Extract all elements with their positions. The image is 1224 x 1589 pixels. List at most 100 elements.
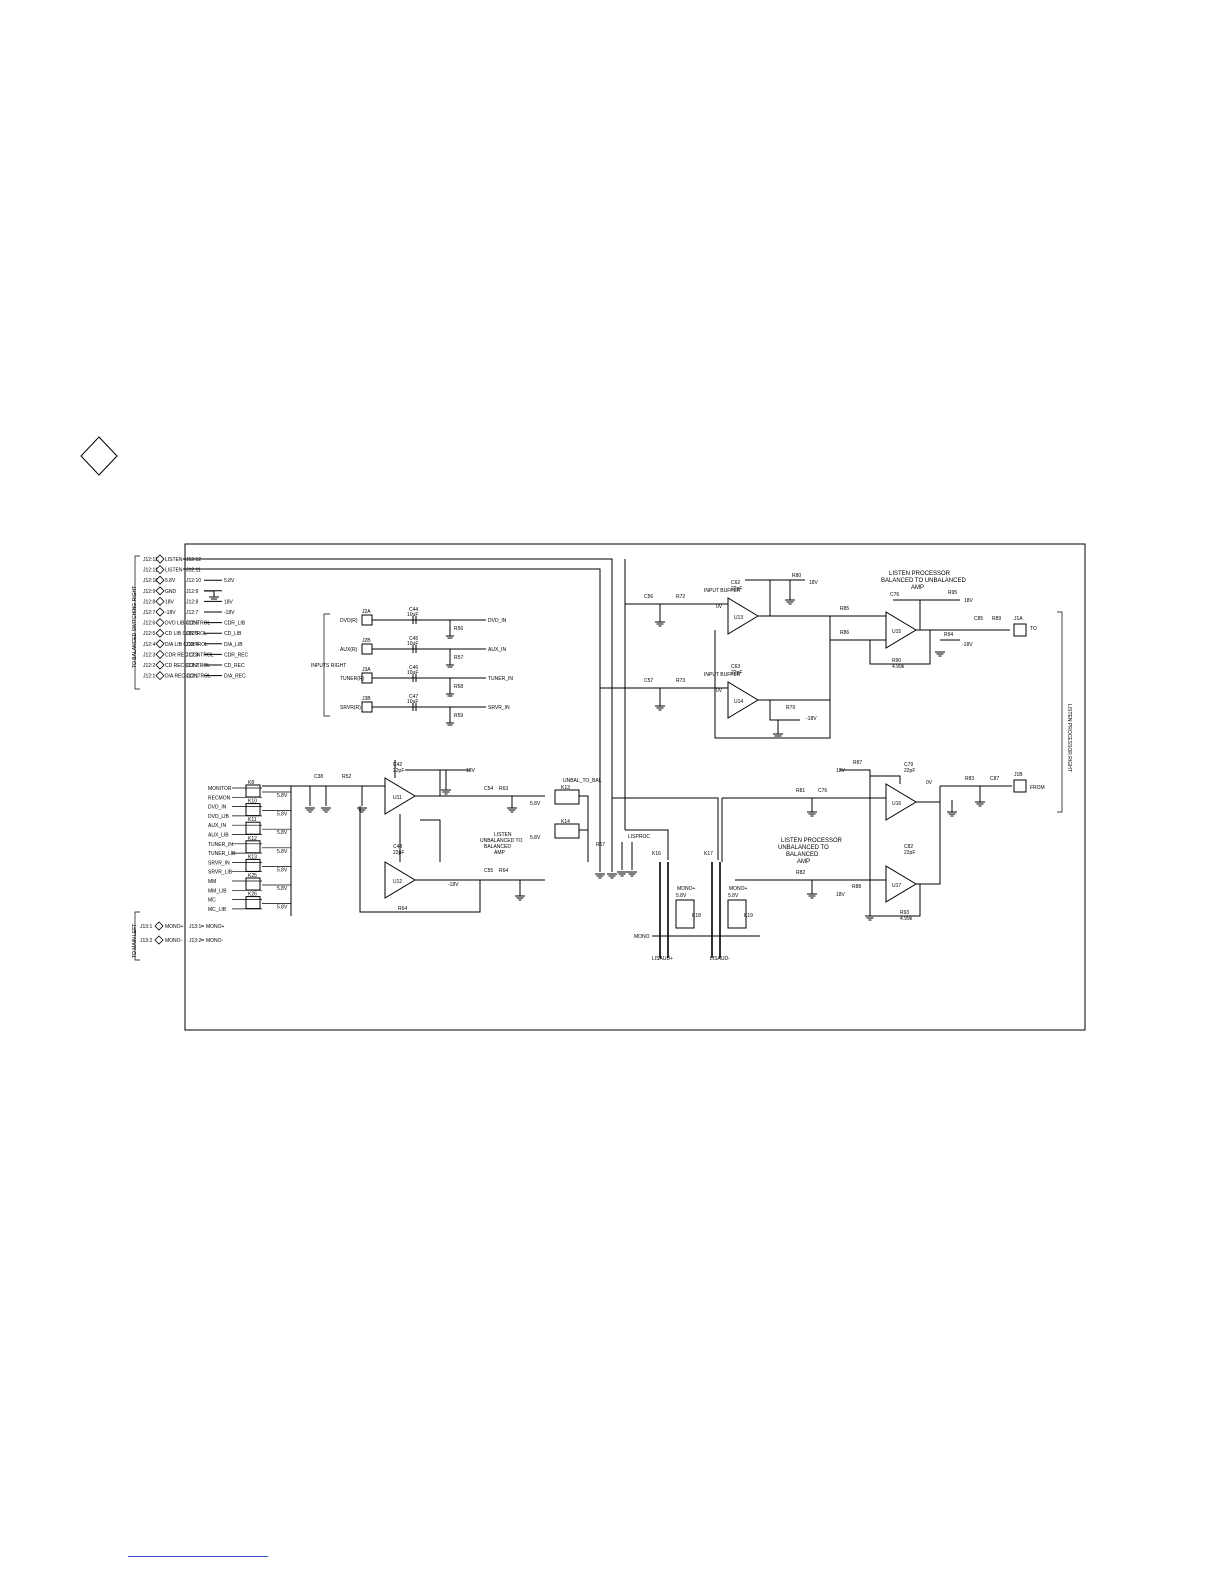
unbal-to-bal-block: C38 R52 U11 C42 22pF 18V U12 C43 22pF R6… <box>309 760 605 913</box>
relay-supply-label: 5.8V <box>277 867 288 873</box>
j12-pin-diamond-icon[interactable] <box>155 575 165 585</box>
opamp-u14 <box>727 681 759 719</box>
ground-icon <box>607 873 617 879</box>
relay-ref-label: K26 <box>248 892 257 898</box>
j12-pin-ref: J12:2 <box>143 663 155 669</box>
j13-pin-diamond-icon[interactable] <box>154 921 164 931</box>
c56-label: C56 <box>644 594 653 600</box>
bal-amp-title-3: AMP <box>911 585 924 591</box>
relay-supply-label: 5.8V <box>277 849 288 855</box>
input-jack[interactable] <box>361 614 373 626</box>
relay-k18[interactable] <box>675 899 695 929</box>
j12-pin-diamond-icon[interactable] <box>155 628 165 638</box>
buffer-18v: 18V <box>809 580 819 586</box>
c76b-label: C76 <box>818 788 827 794</box>
j12-pin-net: CD REC CONTROL <box>165 663 210 669</box>
relay-net-label: MONITOR <box>208 786 232 792</box>
input-jack[interactable] <box>361 643 373 655</box>
ground-icon <box>807 893 817 899</box>
r86-label: R86 <box>840 630 849 636</box>
j12-pin-diamond-icon[interactable] <box>155 618 165 628</box>
c76-label: C76 <box>890 592 899 598</box>
k14-label: K14 <box>561 819 570 825</box>
r81-label: R81 <box>796 788 805 794</box>
lp-amp-title-1: LISTEN PROCESSOR <box>781 838 843 844</box>
bal-18v: 18V <box>964 598 974 604</box>
j12-net-label: D/A_REC <box>224 674 246 680</box>
r89-label: R89 <box>992 616 1001 622</box>
relay-coil[interactable] <box>245 821 261 835</box>
r94-label: R94 <box>944 632 953 638</box>
ground-icon <box>357 807 367 813</box>
input-connector-label: TUNER(R) <box>340 676 364 682</box>
input-res-label: R56 <box>454 626 463 632</box>
r64-out-label: R64 <box>499 868 508 874</box>
relay-coil[interactable] <box>245 803 261 817</box>
jack-j1b[interactable] <box>1013 779 1027 793</box>
bal-to-unbal-block: LISTEN PROCESSOR BALANCED TO UNBALANCED … <box>830 571 1037 670</box>
ground-icon <box>441 789 451 795</box>
r82-label: R82 <box>796 870 805 876</box>
j12-bracket <box>134 555 140 690</box>
j12-pin-diamond-icon[interactable] <box>155 660 165 670</box>
j12-net-label: 18V <box>224 599 234 605</box>
relay-net-label: TUNER_IN <box>208 842 233 848</box>
j12-net-label: -18V <box>224 610 235 616</box>
lisaud-minus: LISAUD- <box>710 956 730 962</box>
lp-18v: 18V <box>836 768 846 774</box>
u13-label: U13 <box>734 615 743 621</box>
j12-pin-ref-right: J12:11 <box>186 568 201 574</box>
r64-label: R64 <box>398 906 407 912</box>
j12-pin-net: CDR REC CONTROL <box>165 652 214 658</box>
j12-pin-diamond-icon[interactable] <box>155 671 165 681</box>
relay-coil[interactable] <box>245 784 261 798</box>
ground-icon <box>865 915 875 921</box>
k14-supply: 5.8V <box>530 835 541 841</box>
schematic-frame <box>184 543 1086 1031</box>
j12-pin-diamond-icon[interactable] <box>155 554 165 564</box>
j12-pin-diamond-icon[interactable] <box>155 607 165 617</box>
relay-ref-label: K12 <box>248 836 257 842</box>
relay-coil[interactable] <box>245 896 261 910</box>
relay-k13[interactable] <box>554 789 580 805</box>
c87-label: C87 <box>990 776 999 782</box>
j12-pin-ref: J12:8 <box>143 599 155 605</box>
inputs-bracket <box>323 613 330 717</box>
relay-supply-label: 5.8V <box>277 905 288 911</box>
input-jack[interactable] <box>361 701 373 713</box>
relay-ref-label: K13 <box>248 854 257 860</box>
j13-pin-diamond-icon[interactable] <box>154 935 164 945</box>
relay-coil[interactable] <box>245 840 261 854</box>
j12-pin-diamond-icon[interactable] <box>155 649 165 659</box>
c42-val: 22pF <box>393 768 404 774</box>
j13-pin-ref-right: J13:1 <box>189 924 201 930</box>
j12-pin-ref-right: J12:5 <box>186 631 198 637</box>
relay-supply-label: 5.8V <box>277 886 288 892</box>
j12-pin-diamond-icon[interactable] <box>155 639 165 649</box>
relay-coil[interactable] <box>245 877 261 891</box>
r93-label: R93 <box>900 910 909 916</box>
j12-pin-net: D/A LIB CONTROL <box>165 642 208 648</box>
relay-net-label: DVD_LIB <box>208 814 230 820</box>
j12-pin-diamond-icon[interactable] <box>155 586 165 596</box>
relay-net-label: MM_LIB <box>208 888 227 894</box>
input-net-label: DVD_IN <box>488 618 507 624</box>
j12-pin-ref: J12:10 <box>143 578 158 584</box>
lp-amp-title-2: UNBALANCED TO <box>778 845 829 851</box>
relay-k14[interactable] <box>554 823 580 839</box>
c43-label: C43 <box>393 844 402 850</box>
j12-pin-diamond-icon[interactable] <box>155 565 165 575</box>
j12-pin-ref-right: J12:2 <box>186 663 198 669</box>
j12-net-label: CDR_REC <box>224 652 249 658</box>
input-res-ground <box>446 649 454 668</box>
listen-processor-bracket <box>1057 611 1063 813</box>
jack-j1a[interactable] <box>1013 623 1027 637</box>
relay-k19[interactable] <box>727 899 747 929</box>
input-jack-label: J2A <box>362 609 371 615</box>
j12-pin-diamond-icon[interactable] <box>155 596 165 606</box>
r79-label: R79 <box>786 705 795 711</box>
relay-coil[interactable] <box>245 858 261 872</box>
